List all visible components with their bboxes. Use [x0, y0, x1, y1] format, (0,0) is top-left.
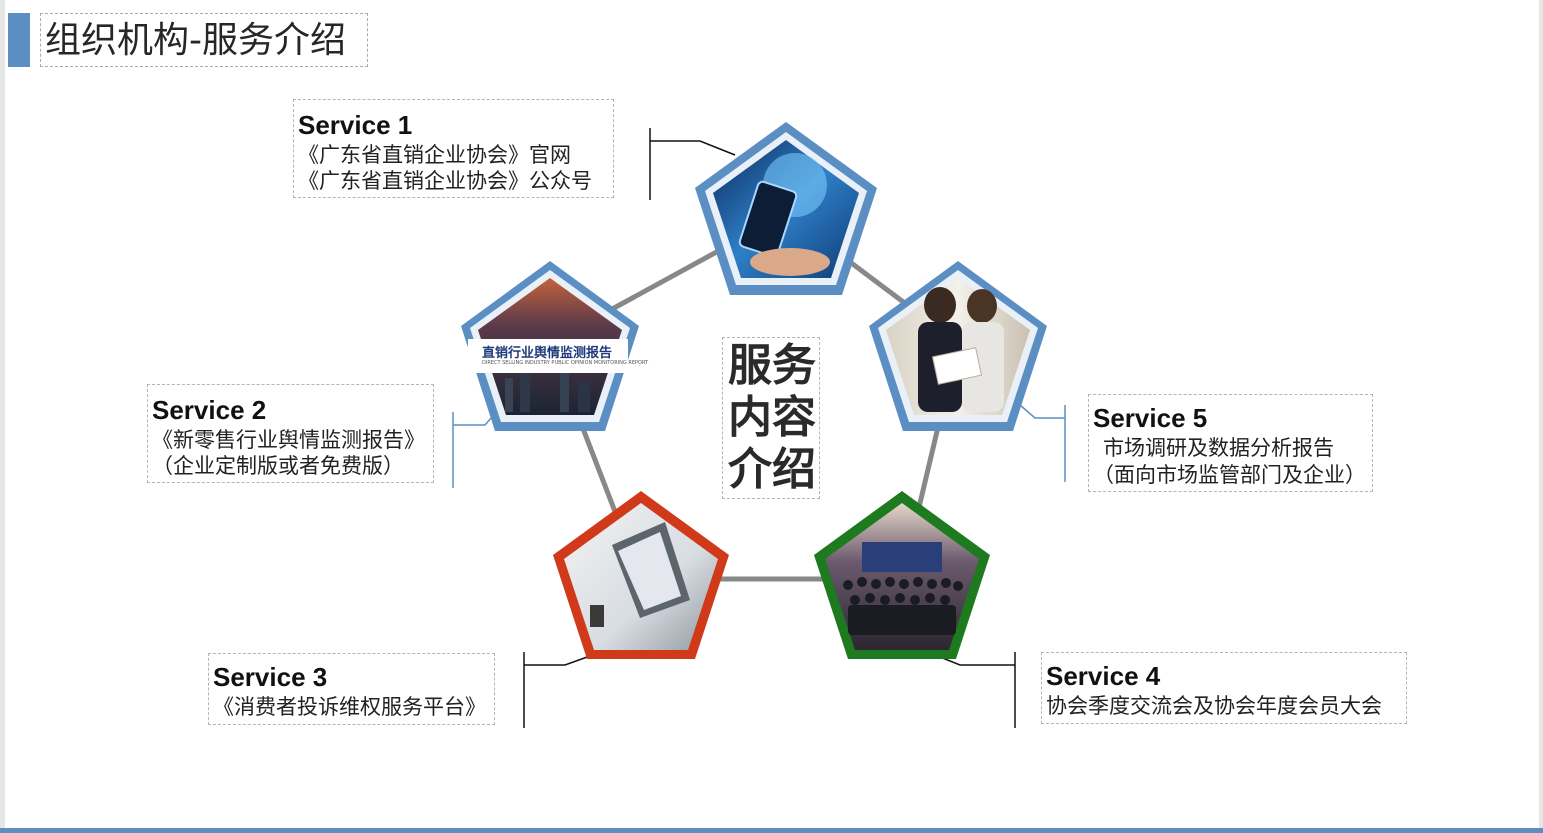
leader-service-1 [649, 128, 736, 200]
service-5-line-2: （面向市场监管部门及企业） [1093, 463, 1366, 487]
report-cover-title: 直销行业舆情监测报告 [482, 346, 613, 361]
service-4-title: Service 4 [1046, 661, 1161, 691]
service-1-line-1: 《广东省直销企业协会》官网 [298, 143, 571, 167]
service-4-card: Service 4 协会季度交流会及协会年度会员大会 [1041, 652, 1407, 724]
left-edge-rule [0, 0, 5, 833]
stage-banner-graphic [862, 542, 942, 572]
service-4-pentagon [814, 491, 990, 659]
service-5-title: Service 5 [1093, 403, 1208, 433]
leader-service-4 [934, 652, 1016, 728]
service-5-line-1: 市场调研及数据分析报告 [1103, 436, 1334, 460]
right-edge-rule [1539, 0, 1543, 833]
report-cover-banner: 直销行业舆情监测报告 DIRECT SELLING INDUSTRY PUBLI… [468, 339, 648, 373]
service-3-pentagon [553, 491, 729, 659]
service-2-card: Service 2 《新零售行业舆情监测报告》 （企业定制版或者免费版） [147, 384, 434, 483]
service-3-title: Service 3 [213, 662, 328, 692]
service-4-line-1: 协会季度交流会及协会年度会员大会 [1046, 694, 1382, 718]
leader-lines [452, 128, 1066, 728]
title-accent-bar [8, 13, 30, 67]
service-1-pentagon [695, 122, 877, 295]
bottom-accent-bar [0, 828, 1543, 833]
page-title-box: 组织机构-服务介绍 [40, 13, 368, 67]
service-5-card: Service 5 市场调研及数据分析报告 （面向市场监管部门及企业） [1088, 394, 1373, 492]
center-label-line-1: 服务 [728, 340, 816, 391]
cup-graphic [590, 605, 604, 627]
person-left-graphic [924, 287, 956, 323]
service-1-line-2: 《广东省直销企业协会》公众号 [298, 169, 592, 193]
page-title: 组织机构-服务介绍 [45, 20, 346, 61]
group-photo-graphic [843, 577, 963, 635]
center-label-box: 服务 内容 介绍 [722, 337, 820, 499]
leader-service-3 [523, 652, 591, 728]
leader-service-5 [1019, 404, 1066, 482]
hand-graphic [750, 248, 830, 276]
service-1-card: Service 1 《广东省直销企业协会》官网 《广东省直销企业协会》公众号 [293, 99, 614, 198]
service-5-pentagon [869, 261, 1047, 431]
service-2-line-1: 《新零售行业舆情监测报告》 [152, 428, 425, 452]
center-label-line-3: 介绍 [728, 444, 816, 495]
service-2-line-2: （企业定制版或者免费版） [152, 454, 404, 478]
report-cover-subtitle: DIRECT SELLING INDUSTRY PUBLIC OPINION M… [482, 360, 649, 366]
center-label-line-2: 内容 [728, 392, 816, 443]
person-right-graphic [967, 289, 997, 323]
document-graphic [931, 347, 983, 385]
service-1-title: Service 1 [298, 110, 413, 140]
phone-graphic [738, 180, 798, 258]
service-3-line-1: 《消费者投诉维权服务平台》 [213, 695, 486, 719]
service-2-title: Service 2 [152, 395, 267, 425]
service-3-card: Service 3 《消费者投诉维权服务平台》 [208, 653, 495, 725]
